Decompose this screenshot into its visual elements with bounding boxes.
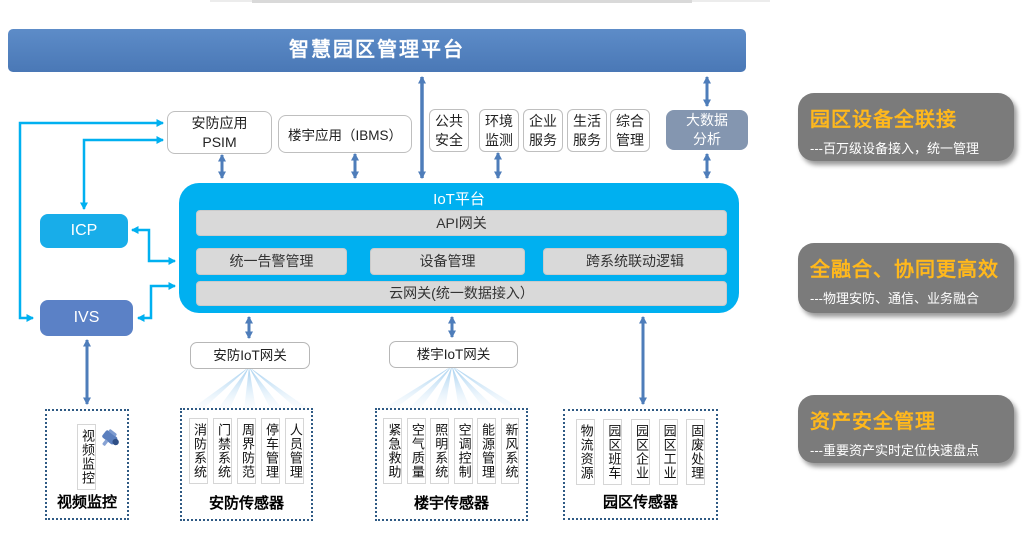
security-sensors-group: 消防系统 门禁系统 周界防范 停车管理 人员管理 安防传感器: [180, 408, 313, 521]
sensor-column: 新风系统: [500, 418, 520, 484]
app-line: 安全: [435, 131, 463, 148]
app-line: 生活: [573, 112, 601, 129]
sensor-column: 周界防范: [237, 418, 256, 484]
camera-icon: [102, 429, 119, 446]
bigdata-line2: 分析: [693, 131, 721, 147]
ibms-label: 楼宇应用（IBMS）: [287, 128, 402, 143]
cloud-gateway-bar: 云网关(统一数据接入）: [196, 281, 727, 306]
app-line: 企业: [529, 112, 557, 129]
sensor-column: 空调控制: [453, 418, 473, 484]
app-line: 环境: [485, 112, 513, 129]
psim-line1: 安防应用: [191, 114, 248, 131]
building-iot-gateway: 楼宇IoT网关: [389, 341, 518, 368]
app-line: 综合: [616, 112, 644, 129]
group-label: 园区传感器: [602, 494, 678, 511]
benefit-title: 园区设备全联接: [810, 109, 957, 131]
sensor-column: 园区班车: [603, 419, 623, 485]
sensor-column: 园区工业: [658, 419, 678, 485]
benefit-device-connectivity: 园区设备全联接 ---百万级设备接入，统一管理: [798, 93, 1014, 161]
group-label: 安防传感器: [208, 495, 284, 512]
sensor-column: 停车管理: [261, 418, 280, 484]
sensor-column: 照明系统: [430, 418, 450, 484]
benefit-title: 全融合、协同更高效: [810, 259, 999, 281]
bigdata-analysis-box: 大数据 分析: [666, 110, 748, 150]
ivs-node: IVS: [40, 300, 133, 336]
video-surveillance-group: 视频监控 视频监控: [45, 409, 129, 520]
psim-app-box: 安防应用 PSIM: [167, 111, 272, 154]
module-alarm-mgmt: 统一告警管理: [196, 248, 347, 275]
group-label: 楼宇传感器: [413, 495, 489, 512]
benefit-subtitle: ---百万级设备接入，统一管理: [810, 141, 979, 156]
top-crop-strip-dark: [252, 0, 692, 3]
app-line: 公共: [435, 112, 463, 129]
sensor-column: 物流资源: [575, 419, 595, 485]
sensor-column: 视频监控: [77, 424, 96, 490]
psim-line2: PSIM: [202, 133, 237, 150]
sensor-column: 能源管理: [477, 418, 497, 484]
security-iot-gateway: 安防IoT网关: [190, 342, 310, 369]
sensor-column: 固废处理: [686, 419, 706, 485]
sensor-column: 消防系统: [189, 418, 208, 484]
benefit-title: 资产安全管理: [810, 411, 936, 433]
sensor-column: 人员管理: [284, 418, 304, 484]
app-line: 服务: [529, 131, 557, 148]
app-box-enterprise-services: 企业 服务: [523, 109, 563, 152]
app-box-life-services: 生活 服务: [567, 109, 607, 152]
group-label: 视频监控: [56, 494, 117, 511]
ibms-app-box: 楼宇应用（IBMS）: [278, 115, 412, 153]
benefit-subtitle: ---重要资产实时定位快速盘点: [810, 443, 979, 458]
app-box-env-monitoring: 环境 监测: [479, 109, 519, 152]
sensor-column: 紧急救助: [383, 418, 403, 484]
park-sensors-group: 物流资源 园区班车 园区企业 园区工业 固废处理 园区传感器: [563, 409, 718, 520]
app-box-integrated-mgmt: 综合 管理: [610, 109, 650, 152]
module-device-mgmt: 设备管理: [370, 248, 525, 275]
sensor-column: 园区企业: [631, 419, 650, 485]
bigdata-line1: 大数据: [686, 112, 728, 128]
app-box-public-safety: 公共 安全: [429, 109, 469, 152]
app-line: 服务: [573, 131, 601, 148]
api-gateway-bar: API网关: [196, 210, 727, 236]
benefit-subtitle: ---物理安防、通信、业务融合: [810, 291, 979, 306]
benefit-asset-security: 资产安全管理 ---重要资产实时定位快速盘点: [798, 395, 1014, 463]
benefit-full-convergence: 全融合、协同更高效 ---物理安防、通信、业务融合: [798, 243, 1014, 313]
iot-platform: IoT平台 API网关 统一告警管理 设备管理 跨系统联动逻辑 云网关(统一数据…: [179, 183, 739, 313]
app-line: 管理: [616, 131, 644, 148]
app-line: 监测: [485, 131, 513, 148]
iot-platform-title: IoT平台: [433, 191, 485, 208]
sensor-column: 空气质量: [406, 418, 426, 484]
page-title: 智慧园区管理平台: [8, 29, 746, 72]
sensor-column: 门禁系统: [213, 418, 232, 484]
building-sensors-group: 紧急救助 空气质量 照明系统 空调控制 能源管理 新风系统 楼宇传感器: [375, 408, 528, 521]
icp-node: ICP: [40, 214, 128, 248]
module-cross-system-linkage: 跨系统联动逻辑: [543, 248, 727, 275]
